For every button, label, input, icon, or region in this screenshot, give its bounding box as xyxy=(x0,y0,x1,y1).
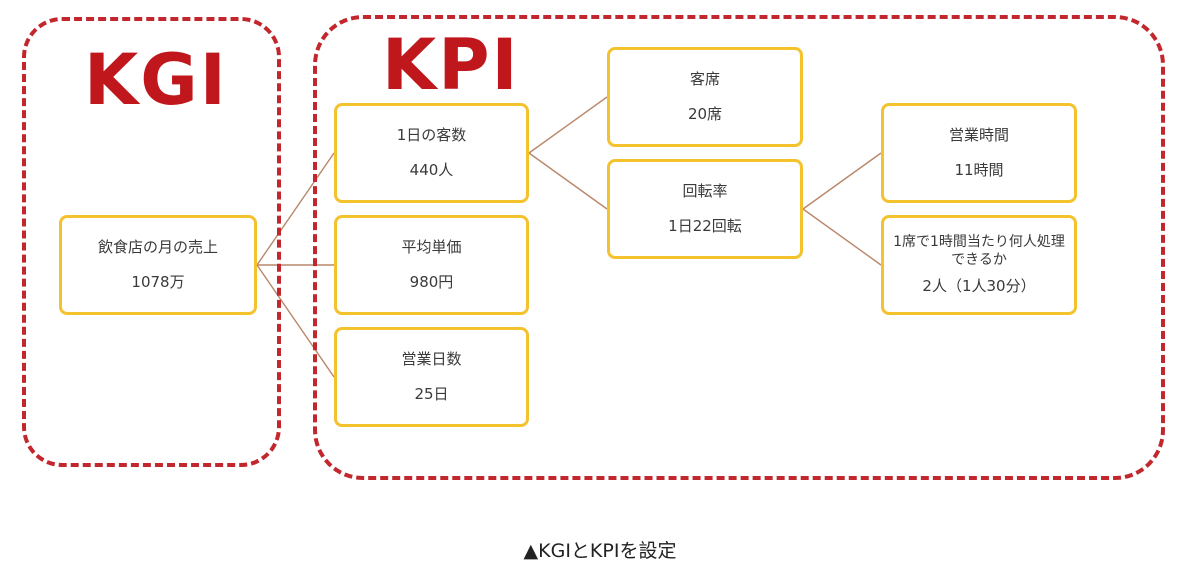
node-value: 20席 xyxy=(687,105,723,123)
node-value: 2人（1人30分） xyxy=(922,277,1036,296)
node-label: 営業時間 xyxy=(948,125,1009,144)
node-seats: 客席 20席 xyxy=(607,47,803,147)
node-business-days: 営業日数 25日 xyxy=(334,327,529,427)
connector-sales-business-days xyxy=(256,264,335,378)
figure-caption: ▲KGIとKPIを設定 xyxy=(523,540,677,562)
node-label: 客席 xyxy=(689,69,720,88)
node-label: 飲食店の月の売上 xyxy=(97,237,218,256)
node-turnover-rate: 回転率 1日22回転 xyxy=(607,159,803,259)
node-value: 25日 xyxy=(414,385,449,403)
connector-daily-customers-seats xyxy=(528,96,608,154)
node-value: 1078万 xyxy=(131,273,185,291)
connector-daily-customers-turnover xyxy=(528,152,608,210)
kgi-group xyxy=(22,17,281,467)
node-value: 980円 xyxy=(409,273,454,291)
node-label: 営業日数 xyxy=(401,349,462,368)
node-customers-per-seat-hour: 1席で1時間当たり何人処理できるか 2人（1人30分） xyxy=(881,215,1077,315)
node-label: 1日の客数 xyxy=(396,125,467,144)
node-daily-customers: 1日の客数 440人 xyxy=(334,103,529,203)
kpi-group xyxy=(313,15,1165,480)
node-business-hours: 営業時間 11時間 xyxy=(881,103,1077,203)
node-value: 440人 xyxy=(409,161,454,179)
connector-turnover-per-seat-hour xyxy=(802,208,882,266)
node-average-price: 平均単価 980円 xyxy=(334,215,529,315)
node-label: 1席で1時間当たり何人処理できるか xyxy=(893,234,1065,269)
connector-turnover-hours xyxy=(802,152,882,210)
node-value: 11時間 xyxy=(954,161,1004,179)
node-monthly-sales: 飲食店の月の売上 1078万 xyxy=(59,215,257,315)
connector-sales-daily-customers xyxy=(256,152,335,266)
node-value: 1日22回転 xyxy=(668,217,742,235)
node-label: 平均単価 xyxy=(401,237,462,256)
kpi-heading: KPI xyxy=(378,25,524,105)
node-label: 回転率 xyxy=(682,181,728,200)
kgi-heading: KGI xyxy=(84,39,228,121)
